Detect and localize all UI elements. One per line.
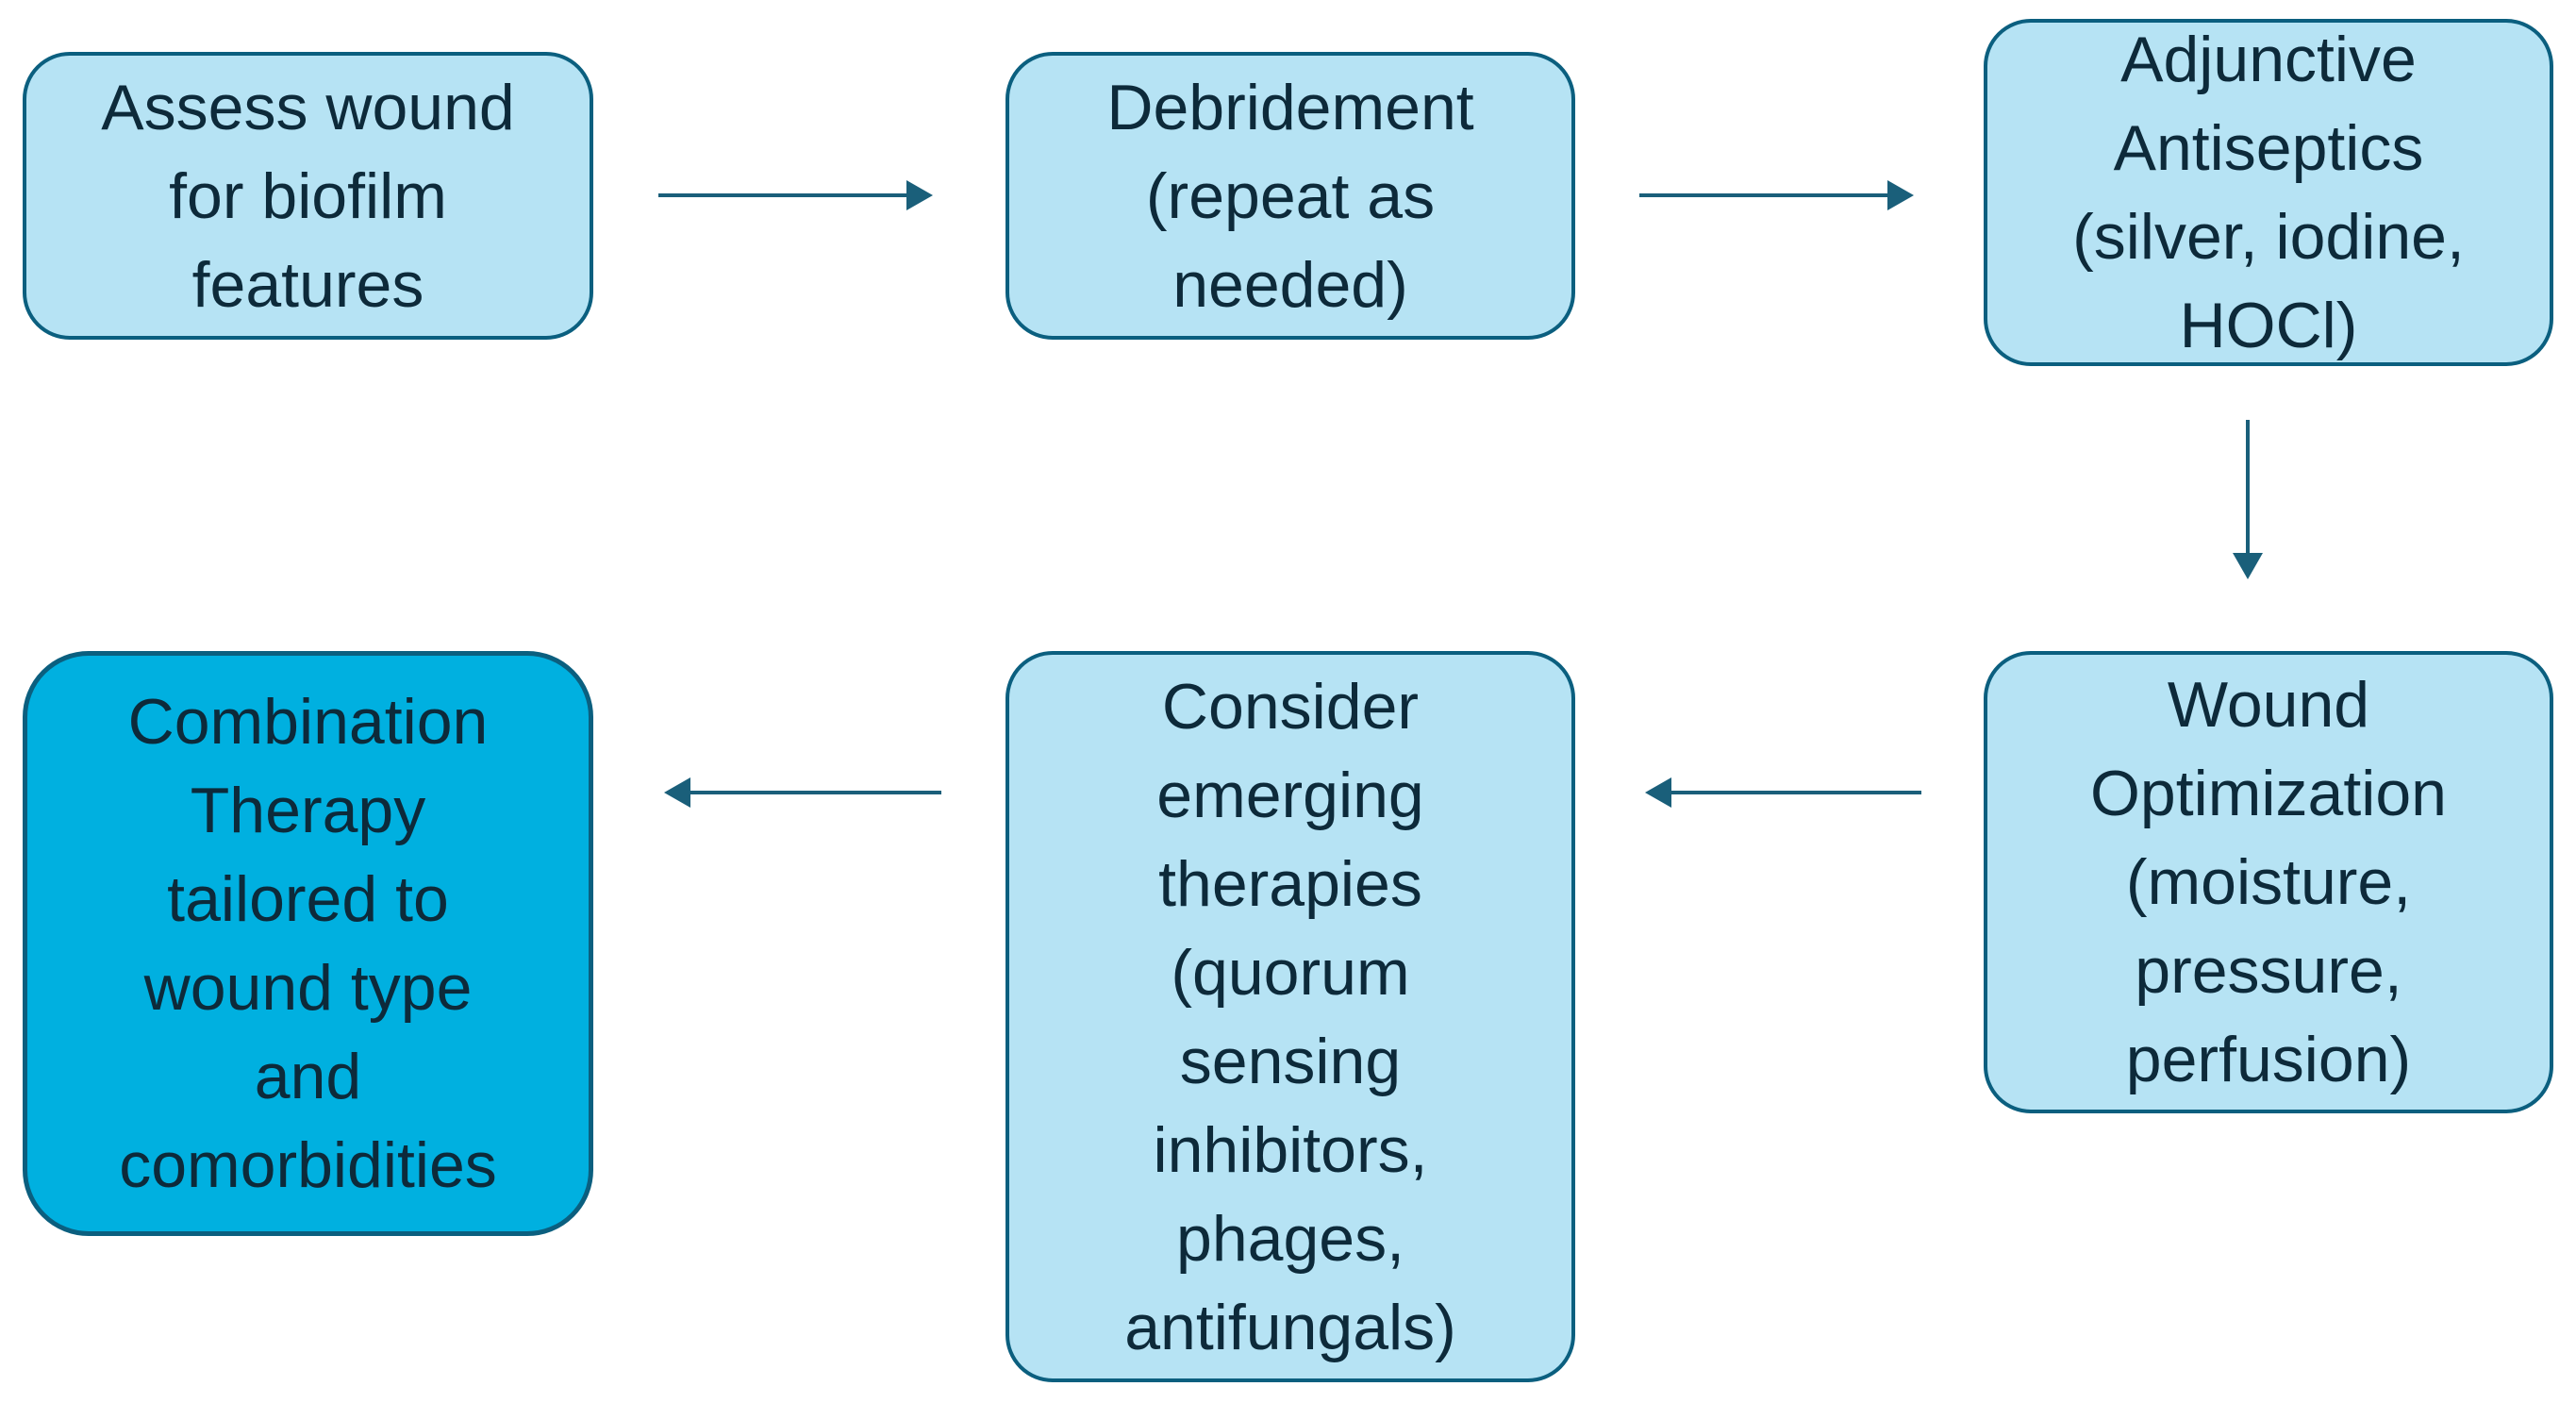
- node-assess-wound: Assess wound for biofilm features: [23, 52, 593, 340]
- node-debridement: Debridement (repeat as needed): [1005, 52, 1575, 340]
- node-emerging-therapies-label: Consider emerging therapies (quorum sens…: [1124, 670, 1456, 1363]
- node-wound-optimization-label: Wound Optimization (moisture, pressure, …: [2090, 669, 2447, 1095]
- node-combination-therapy: Combination Therapy tailored to wound ty…: [23, 651, 593, 1236]
- node-adjunctive-antiseptics: Adjunctive Antiseptics (silver, iodine, …: [1984, 19, 2553, 366]
- node-combination-therapy-label: Combination Therapy tailored to wound ty…: [119, 686, 497, 1201]
- node-emerging-therapies: Consider emerging therapies (quorum sens…: [1005, 651, 1575, 1382]
- node-debridement-label: Debridement (repeat as needed): [1106, 71, 1474, 321]
- node-adjunctive-antiseptics-label: Adjunctive Antiseptics (silver, iodine, …: [2072, 24, 2465, 361]
- node-wound-optimization: Wound Optimization (moisture, pressure, …: [1984, 651, 2553, 1113]
- node-assess-wound-label: Assess wound for biofilm features: [101, 71, 515, 321]
